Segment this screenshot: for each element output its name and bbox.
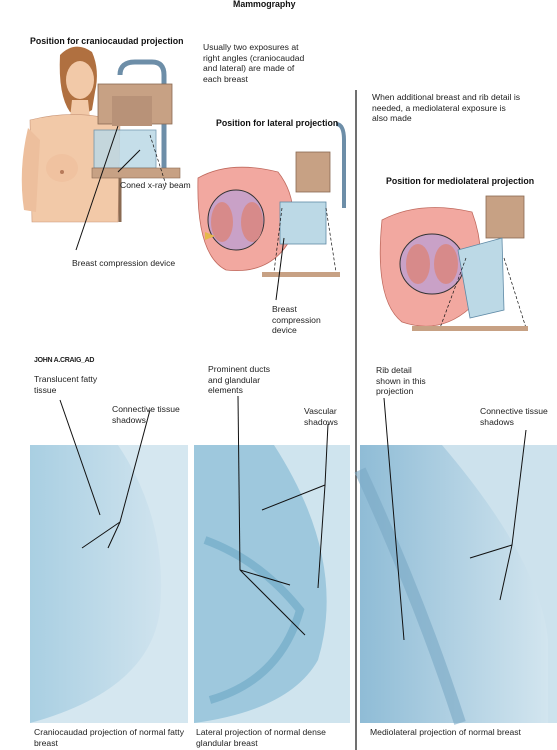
mediolateral-note: When additional breast and rib detail is…	[372, 92, 521, 123]
translucent-label: Translucent fatty tissue	[34, 374, 98, 395]
coned-beam-label: Coned x-ray beam	[120, 180, 191, 190]
xray-machine-1	[91, 59, 181, 222]
page-title: Mammography	[233, 0, 296, 9]
mammogram-craniocaudad	[30, 445, 188, 723]
compression-device-label: Breast compression device	[72, 258, 176, 268]
compression-device-label-2: Breast compression device	[272, 304, 321, 335]
lateral-heading: Position for lateral projection	[216, 118, 339, 128]
vascular-label: Vascular shadows	[304, 406, 338, 427]
ducts-label: Prominent ducts and glandular elements	[208, 364, 271, 395]
craniocaudad-heading: Position for craniocaudad projection	[30, 36, 184, 46]
leader-lines	[59, 125, 527, 641]
caption-mediolateral: Mediolateral projection of normal breast	[370, 727, 521, 737]
mediolateral-cross-section	[379, 195, 528, 331]
mammogram-mediolateral	[354, 445, 557, 725]
mediolateral-heading: Position for mediolateral projection	[386, 176, 535, 186]
connective-label-2: Connective tissue shadows	[480, 406, 548, 427]
artist-signature: JOHN A.CRAIG_AD	[34, 357, 95, 364]
lateral-cross-section	[197, 122, 346, 277]
caption-lateral: Lateral projection of normal dense gland…	[196, 727, 326, 748]
rib-detail-label: Rib detail shown in this projection	[376, 365, 426, 396]
caption-craniocaudad: Craniocaudad projection of normal fatty …	[34, 727, 184, 748]
exposure-note: Usually two exposures at right angles (c…	[203, 42, 305, 84]
mammogram-lateral	[194, 445, 350, 723]
connective-label-1: Connective tissue shadows	[112, 404, 180, 425]
